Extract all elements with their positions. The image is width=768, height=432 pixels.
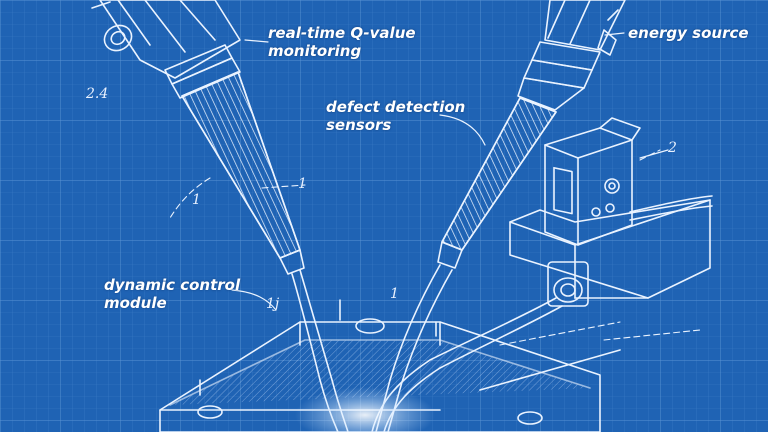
left-probe-head <box>91 0 241 99</box>
ref-numeral: 2.4 <box>86 86 109 102</box>
leader-lines <box>231 32 669 311</box>
right-probe-head <box>517 0 626 111</box>
ref-numeral: 1 <box>298 176 307 192</box>
weld-glow <box>295 387 435 432</box>
ref-numeral: 2 <box>668 140 677 156</box>
label-dynamic-control-module: dynamic control module <box>104 276 241 312</box>
ref-numeral: 1 <box>390 286 399 302</box>
ref-numeral: 1j <box>266 296 280 312</box>
label-defect-detection-sensors: defect detection sensors <box>326 98 466 134</box>
label-energy-source: energy source <box>628 24 749 42</box>
ref-numeral: 1 <box>192 192 201 208</box>
label-q-value-monitoring: real-time Q-value monitoring <box>268 24 416 60</box>
